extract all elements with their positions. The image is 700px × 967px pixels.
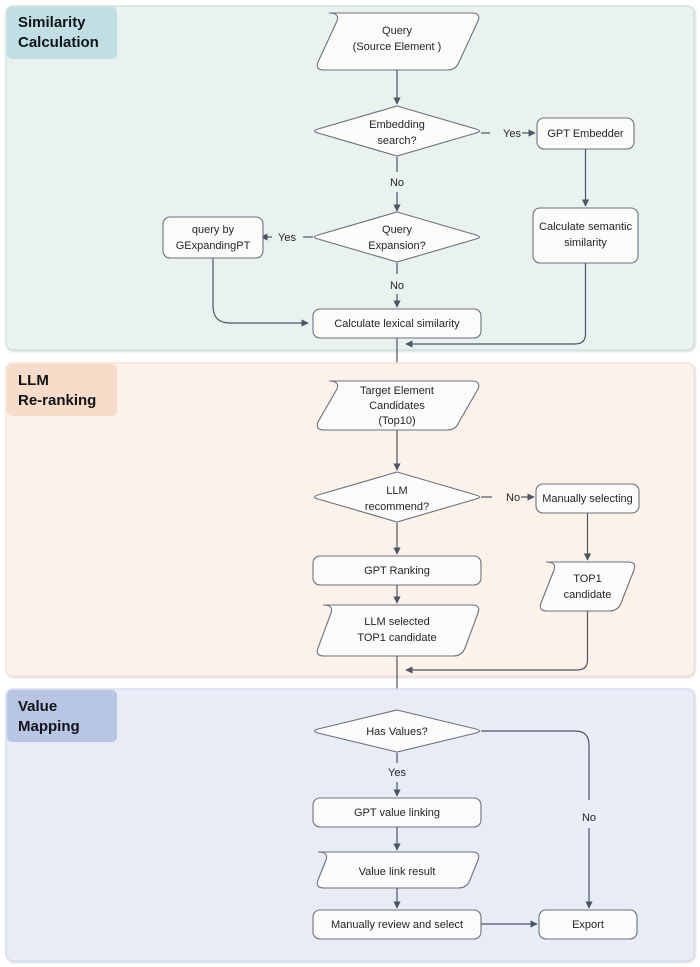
band-chip-similarity	[7, 7, 117, 59]
node-query-expansion-line2: Expansion?	[368, 240, 426, 252]
node-top1-candidate-line1: TOP1	[573, 573, 602, 585]
edge-top1-return-to-trunk	[405, 611, 589, 674]
node-llm-selected-top1[interactable]: LLM selected TOP1 candidate	[316, 604, 480, 657]
node-target-element-candidates[interactable]: Target Element Candidates (Top10)	[316, 380, 480, 431]
node-llm-recommend-line1: LLM	[386, 485, 407, 497]
band-similarity-calculation: Similarity Calculation	[5, 5, 695, 351]
node-target-candidates-line1: Target Element	[360, 385, 434, 397]
edge-label-has-values-yes: Yes	[388, 767, 406, 779]
node-has-values[interactable]: Has Values?	[313, 709, 481, 753]
node-calculate-lexical-similarity[interactable]: Calculate lexical similarity	[312, 308, 482, 339]
node-llm-recommend[interactable]: LLM recommend?	[313, 471, 481, 523]
node-gpt-embedder[interactable]: GPT Embedder	[536, 117, 635, 150]
node-target-candidates-line2: Candidates	[369, 400, 425, 412]
edge-label-has-values-no: No	[582, 812, 596, 824]
node-query-line2: (Source Element )	[353, 41, 442, 53]
edge-semantic-return-to-trunk	[405, 263, 587, 348]
node-gpt-ranking-label: GPT Ranking	[364, 565, 430, 577]
band-chip-llm	[7, 364, 117, 416]
node-llm-selected-line2: TOP1 candidate	[357, 632, 436, 644]
band-label-llm-line2: Re-ranking	[18, 392, 96, 409]
node-export-label: Export	[572, 919, 604, 931]
node-has-values-label: Has Values?	[366, 726, 428, 738]
node-query-expansion[interactable]: Query Expansion?	[313, 211, 481, 263]
node-export[interactable]: Export	[538, 909, 638, 940]
node-gexpandingpt-line1: query by	[192, 224, 235, 236]
edge-label-expansion-yes: Yes	[278, 232, 296, 244]
node-manually-review-and-select[interactable]: Manually review and select	[312, 909, 482, 940]
node-value-link-result-label: Value link result	[359, 866, 436, 878]
node-manually-selecting-label: Manually selecting	[542, 493, 633, 505]
node-calc-lexical-label: Calculate lexical similarity	[334, 318, 460, 330]
edge-has-values-no-path	[481, 730, 590, 800]
band-label-value-line1: Value	[18, 698, 57, 715]
band-label-llm-line1: LLM	[18, 372, 49, 389]
band-label-similarity-line1: Similarity	[18, 14, 86, 31]
node-top1-candidate-line2: candidate	[564, 589, 612, 601]
node-manually-selecting[interactable]: Manually selecting	[535, 483, 640, 514]
node-target-candidates-line3: (Top10)	[378, 415, 415, 427]
node-calculate-semantic-similarity[interactable]: Calculate semantic similarity	[532, 207, 639, 264]
node-embedding-search-line1: Embedding	[369, 119, 425, 131]
edge-label-embedding-yes: Yes	[503, 128, 521, 140]
node-calc-semantic-line1: Calculate semantic	[539, 221, 632, 233]
node-query[interactable]: Query (Source Element )	[316, 12, 480, 71]
node-llm-selected-line1: LLM selected	[364, 616, 429, 628]
node-llm-recommend-line2: recommend?	[365, 501, 429, 513]
band-llm-re-ranking: LLM Re-ranking	[5, 362, 695, 677]
node-manually-review-label: Manually review and select	[331, 919, 463, 931]
edge-label-embedding-no: No	[390, 177, 404, 189]
node-query-line1: Query	[382, 25, 412, 37]
node-embedding-search-line2: search?	[377, 135, 416, 147]
node-calc-semantic-line2: similarity	[564, 237, 607, 249]
node-top1-candidate[interactable]: TOP1 candidate	[539, 561, 636, 612]
node-value-link-result[interactable]: Value link result	[316, 851, 480, 889]
band-label-similarity-line2: Calculation	[18, 34, 99, 51]
node-query-expansion-line1: Query	[382, 224, 412, 236]
node-gpt-value-linking-label: GPT value linking	[354, 807, 440, 819]
band-label-value-line2: Mapping	[18, 718, 80, 735]
edge-label-llm-no: No	[506, 492, 520, 504]
band-chip-value-mapping	[7, 690, 117, 742]
node-gpt-ranking[interactable]: GPT Ranking	[312, 555, 482, 586]
node-query-by-gexpandingpt[interactable]: query by GExpandingPT	[162, 216, 264, 259]
node-gpt-embedder-label: GPT Embedder	[547, 128, 624, 140]
edge-gexpandingpt-to-lexical	[212, 258, 309, 327]
node-gpt-value-linking[interactable]: GPT value linking	[312, 797, 482, 828]
node-gexpandingpt-line2: GExpandingPT	[176, 240, 251, 252]
node-embedding-search[interactable]: Embedding search?	[313, 105, 481, 157]
edge-label-expansion-no: No	[390, 280, 404, 292]
